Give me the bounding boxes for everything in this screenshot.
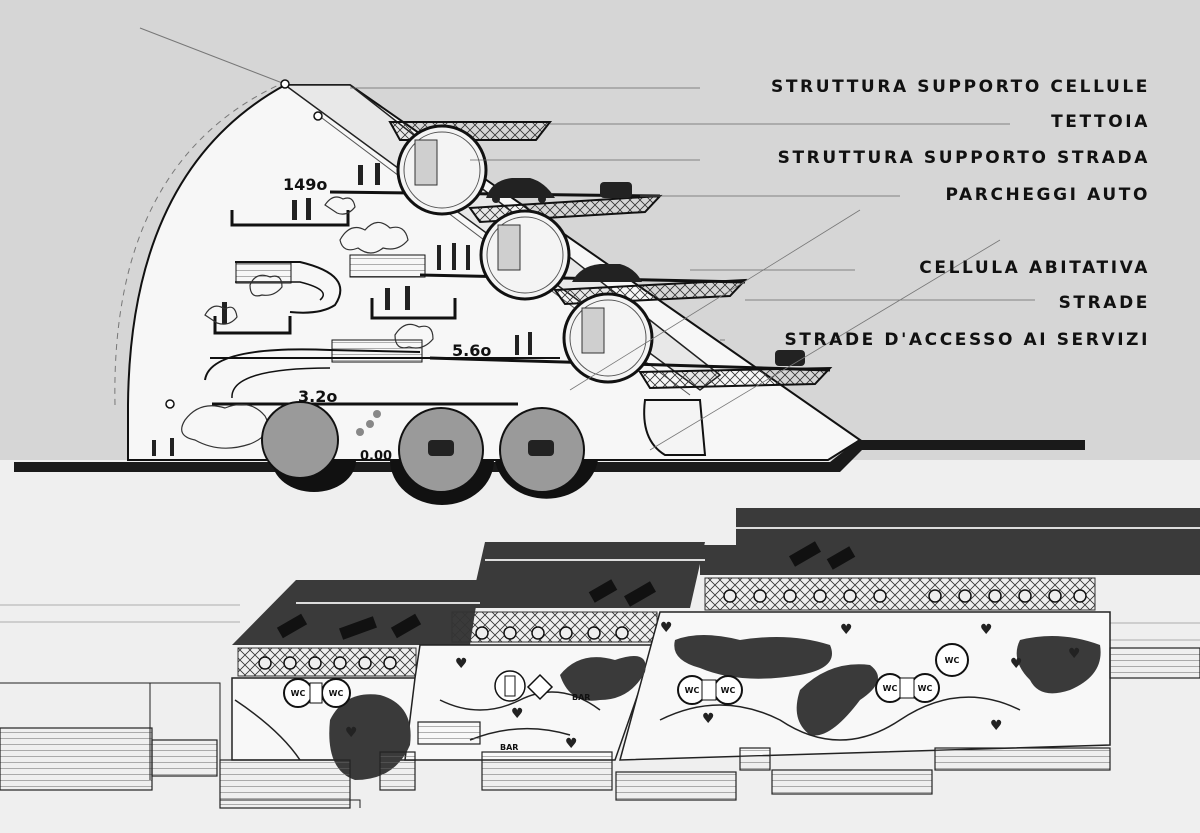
green-areas xyxy=(329,635,1101,780)
cell-2 xyxy=(479,209,571,301)
svg-text:♥: ♥ xyxy=(1068,646,1081,662)
bar-label: BAR xyxy=(500,743,518,752)
level-label-top: 149o xyxy=(283,175,327,194)
level-label-low: 3.2o xyxy=(298,387,337,406)
svg-text:♥: ♥ xyxy=(980,622,993,638)
wc-label: WC xyxy=(945,656,960,665)
wc-blocks: WC WC WC WC WC WC WC xyxy=(283,643,969,708)
legend-struttura-cellule: STRUTTURA SUPPORTO CELLULE xyxy=(771,77,1150,97)
trees xyxy=(181,196,434,449)
svg-text:♥: ♥ xyxy=(702,711,715,727)
level-labels: 149o 5.6o 3.2o 0.00 xyxy=(283,175,491,464)
wc-label: WC xyxy=(291,689,306,698)
legend-strade: STRADE xyxy=(1059,293,1150,313)
wc-label: WC xyxy=(883,684,898,693)
svg-text:♥: ♥ xyxy=(990,718,1003,734)
legend-struttura-strada: STRUTTURA SUPPORTO STRADA xyxy=(778,148,1150,168)
level-label-mid: 5.6o xyxy=(452,341,491,360)
leader-lines xyxy=(350,87,1035,451)
wc-label: WC xyxy=(329,689,344,698)
construction-arc-outer xyxy=(114,81,286,406)
svg-text:♥: ♥ xyxy=(1010,656,1023,672)
svg-text:♥: ♥ xyxy=(660,620,673,636)
cell-3 xyxy=(562,292,654,384)
svg-text:♥: ♥ xyxy=(840,622,853,638)
cell-lower xyxy=(643,399,707,456)
legend-parcheggi: PARCHEGGI AUTO xyxy=(946,185,1151,205)
level-label-ground: 0.00 xyxy=(360,449,392,464)
living-cells xyxy=(396,124,707,456)
building-section xyxy=(14,27,1085,505)
legend-strade-accesso: STRADE D'ACCESSO AI SERVIZI xyxy=(784,330,1150,350)
cell-1 xyxy=(396,124,488,216)
bar-label: BAR xyxy=(572,693,590,702)
legend-tettoia: TETTOIA xyxy=(1051,112,1150,132)
road-band-mid xyxy=(470,542,705,608)
tunnels xyxy=(261,401,598,505)
svg-text:♥: ♥ xyxy=(345,725,358,741)
legend-cellula: CELLULA ABITATIVA xyxy=(919,258,1150,278)
interior-floors xyxy=(204,210,560,406)
road-band-upper xyxy=(700,508,1200,575)
construction-line xyxy=(139,27,286,85)
heart-icons: ♥ ♥ ♥ ♥ ♥ ♥ ♥ ♥ ♥ ♥ ♥ xyxy=(345,620,1081,752)
plan-cars xyxy=(276,541,856,640)
site-plan: WC WC WC WC WC WC WC BAR BAR ♥ ♥ ♥ ♥ xyxy=(0,508,1200,809)
cars xyxy=(486,178,805,366)
legend: STRUTTURA SUPPORTO CELLULE TETTOIA STRUT… xyxy=(771,77,1151,350)
wc-label: WC xyxy=(721,686,736,695)
svg-text:♥: ♥ xyxy=(455,656,468,672)
tettoia-4 xyxy=(638,366,833,390)
plan-circles xyxy=(258,589,1087,670)
plan-paths xyxy=(234,691,1021,761)
svg-text:♥: ♥ xyxy=(565,736,578,752)
wc-label: WC xyxy=(918,684,933,693)
wc-label: WC xyxy=(685,686,700,695)
svg-text:♥: ♥ xyxy=(511,706,524,722)
